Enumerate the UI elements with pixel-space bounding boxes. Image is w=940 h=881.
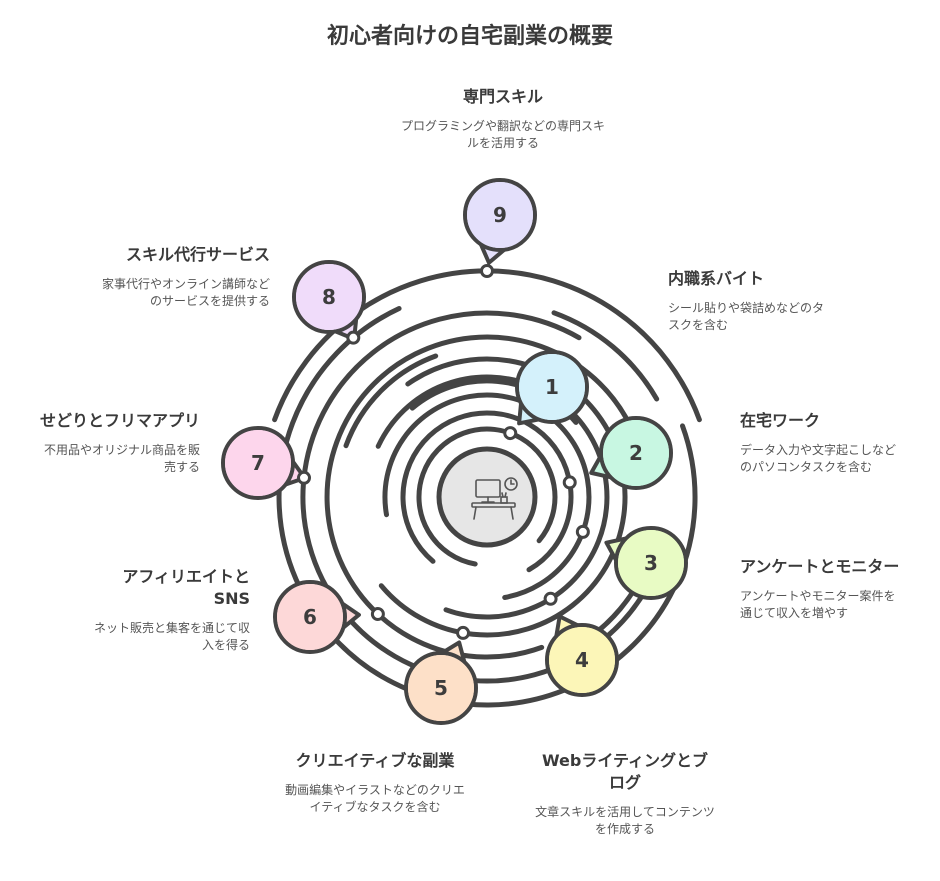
bubble-fill [296,264,362,330]
orbit-arc-extra [551,310,660,402]
bubble-fill [277,584,343,650]
orbit-node [562,475,577,490]
bubble-fill [603,420,669,486]
item-number: 9 [493,203,507,227]
item-5-desc: 動画編集やイラストなどのクリエイティブなタスクを含む [285,783,465,814]
item-3-bubble: 3 [604,526,688,600]
bubble-fill [519,354,585,420]
item-7-title: せどりとフリマアプリ [40,411,201,430]
orbit-ring-4 [375,374,610,620]
item-number: 5 [434,676,448,700]
orbit-node [297,470,312,485]
orbit-ring-6 [324,334,629,660]
item-6-text: アフィリエイトとSNS ネット販売と集客を通じて収入を得る [90,566,250,654]
orbit-node [503,426,518,441]
item-6-title: アフィリエイトとSNS [122,567,250,608]
item-9-title: 専門スキル [462,87,543,106]
item-9-bubble: 9 [463,178,537,265]
orbit-node [370,607,385,622]
item-number: 1 [545,375,559,399]
item-1-bubble: 1 [515,350,589,426]
bubble-fill [408,655,474,721]
item-8-title: スキル代行サービス [125,245,270,264]
orbit-node [575,524,590,539]
item-7-desc: 不用品やオリジナル商品を販売する [43,443,200,474]
item-9-text: 専門スキル プログラミングや翻訳などの専門スキルを活用する [398,86,608,152]
item-3-title: アンケートとモニター [740,557,900,576]
orbit-ring-7 [300,310,649,684]
item-4-bubble: 4 [545,614,619,697]
orbit-node [480,264,494,278]
item-1-title: 内職系バイト [668,269,765,288]
item-4-title: Webライティングとブログ [541,751,709,792]
item-7-bubble: 7 [221,426,307,500]
item-2-bubble: 2 [589,416,673,490]
item-1-desc: シール貼りや袋詰めなどのタスクを含む [668,301,825,332]
item-6-desc: ネット販売と集客を通じて収入を得る [93,621,250,652]
item-number: 3 [644,551,658,575]
item-number: 7 [251,451,265,475]
orbit-node [543,591,558,606]
item-number: 8 [322,285,336,309]
item-2-title: 在宅ワーク [740,411,821,430]
item-number: 4 [575,648,589,672]
bubble-fill [225,430,291,496]
bubble-fill [618,530,684,596]
item-3-desc: アンケートやモニター案件を通じて収入を増やす [740,589,896,620]
item-1-text: 内職系バイト シール貼りや袋詰めなどのタスクを含む [668,268,828,334]
item-5-title: クリエイティブな副業 [295,751,455,770]
bubble-fill [549,627,615,693]
orbit-node [346,330,361,345]
center-hub [436,446,538,548]
item-8-desc: 家事代行やオンライン講師などのサービスを提供する [101,277,270,308]
item-9-desc: プログラミングや翻訳などの専門スキルを活用する [400,119,605,150]
orbit-ring-1 [416,426,558,567]
desk-computer-icon [471,477,518,520]
item-6-bubble: 6 [273,580,361,654]
orbit-node [456,625,471,640]
item-5-text: クリエイティブな副業 動画編集やイラストなどのクリエイティブなタスクを含む [285,750,465,816]
item-5-bubble: 5 [404,640,478,725]
item-4-desc: 文章スキルを活用してコンテンツを作成する [535,805,715,836]
item-3-text: アンケートとモニター アンケートやモニター案件を通じて収入を増やす [740,556,900,622]
bubble-fill [467,182,533,248]
diagram-title: 初心者向けの自宅副業の概要 [326,24,613,49]
item-7-text: せどりとフリマアプリ 不用品やオリジナル商品を販売する [40,410,200,476]
item-8-text: スキル代行サービス 家事代行やオンライン講師などのサービスを提供する [100,244,270,310]
item-number: 2 [629,441,643,465]
item-4-text: Webライティングとブログ 文章スキルを活用してコンテンツを作成する [535,750,715,838]
orbit-ring-2 [400,410,574,573]
item-number: 6 [303,605,317,629]
item-2-desc: データ入力や文字起こしなどのパソコンタスクを含む [740,443,897,474]
item-8-bubble: 8 [292,260,366,342]
orbit-arc-extra [343,353,439,449]
item-2-text: 在宅ワーク データ入力や文字起こしなどのパソコンタスクを含む [740,410,900,476]
